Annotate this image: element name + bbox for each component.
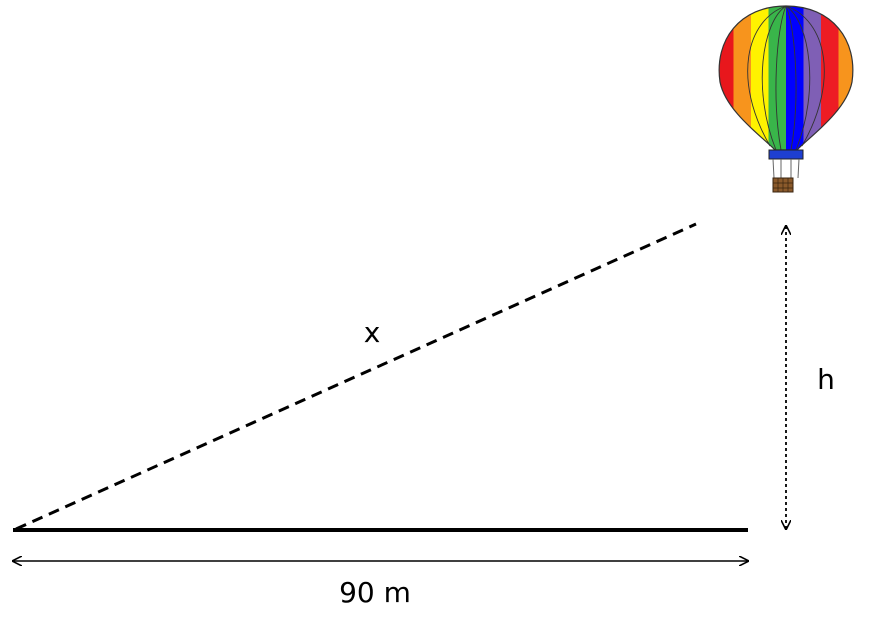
balloon-stripe bbox=[768, 6, 787, 150]
height-label: h bbox=[817, 363, 835, 396]
balloon-stripe bbox=[786, 6, 804, 150]
hot-air-balloon-icon bbox=[718, 5, 854, 193]
base-label: 90 m bbox=[339, 576, 411, 609]
balloon-stripe bbox=[838, 6, 853, 150]
sight-line bbox=[15, 222, 697, 531]
hypotenuse-label: x bbox=[364, 316, 381, 349]
balloon-stripe bbox=[719, 6, 734, 150]
balloon-stripe bbox=[733, 6, 752, 150]
